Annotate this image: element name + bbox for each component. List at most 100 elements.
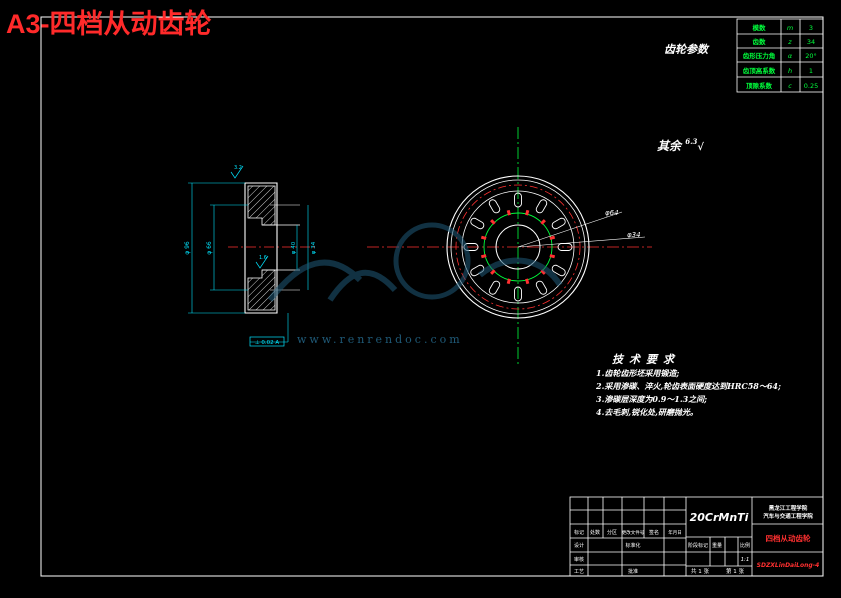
spline-slot-mark — [490, 219, 496, 225]
dim-outer-diameter: φ 96 — [184, 241, 191, 255]
row-label-count: 处数 — [590, 529, 600, 536]
school-line-2: 汽车与交通工程学院 — [763, 512, 813, 520]
rest-finish-value: 6.3 — [685, 137, 698, 146]
watermark-logo — [267, 222, 563, 302]
spline-slot — [488, 280, 501, 295]
leader-phi34 — [517, 236, 646, 248]
row-label-date: 年月日 — [668, 529, 682, 536]
spline-slot — [514, 192, 522, 208]
spline-slot — [551, 264, 566, 277]
spline-slot-mark — [540, 269, 546, 275]
sheet-index: 第 1 张 — [726, 567, 744, 575]
dim-bore-diameter: φ 40 — [291, 241, 297, 254]
section-hatch-top — [247, 185, 276, 226]
section-view-labels: φ 96 φ 66 φ 40 φ 34 3.2 1.6 ⊥ 0.02 A — [184, 165, 317, 346]
sheet-banner-title: A3-四档从动齿轮 — [6, 9, 212, 39]
param-symbol-2: α — [788, 52, 793, 60]
gear-params-title: 齿轮参数 — [664, 43, 708, 56]
param-value-4: 0.25 — [804, 82, 818, 90]
tech-requirement-3: 3.渗碳层深度为0.9～1.3之间; — [596, 394, 708, 404]
roughness-icon: √ — [697, 142, 704, 153]
dim-inner-diameter: φ 34 — [311, 241, 317, 254]
spline-slot-mark — [549, 235, 556, 240]
leader-phi64 — [517, 211, 623, 248]
weight-label: 重量 — [712, 542, 722, 549]
slot-ring-outer — [461, 190, 575, 304]
spline-slot — [488, 199, 501, 214]
spline-slots — [463, 192, 573, 302]
spline-slot-mark — [480, 235, 487, 240]
spline-slot-mark — [525, 209, 530, 216]
spline-slot — [535, 199, 548, 214]
spline-slot-mark — [549, 254, 556, 259]
tip-circle — [446, 175, 590, 319]
param-value-1: 34 — [807, 38, 815, 46]
param-symbol-1: z — [787, 38, 792, 46]
spline-slot-mark — [506, 209, 511, 216]
param-name-3: 齿顶高系数 — [743, 66, 776, 75]
spline-slot-mark — [525, 278, 530, 285]
dim-phi64: φ64 — [605, 209, 619, 217]
tech-requirement-2: 2.采用渗碳、淬火,轮齿表面硬度达到HRC58～64; — [596, 381, 781, 391]
bore-circle — [495, 224, 541, 270]
outer-ring — [450, 179, 586, 315]
approve-label: 批准 — [628, 568, 638, 575]
designer-label: 设计 — [574, 542, 584, 549]
param-value-2: 20° — [805, 52, 817, 60]
spline-slot — [535, 280, 548, 295]
hub-circle — [483, 212, 553, 282]
material-label: 20CrMnTi — [690, 511, 749, 524]
row-label-change-doc: 更改文件号 — [622, 529, 645, 536]
param-value-3: 1 — [809, 67, 813, 75]
standard-label: 标准化 — [625, 542, 640, 549]
front-view-labels: φ64 φ34 — [605, 209, 641, 239]
spline-slot-mark — [490, 269, 496, 275]
scale-label: 比例 — [740, 542, 750, 549]
watermark-text: www.renrendoc.com — [297, 333, 463, 346]
param-name-0: 模数 — [753, 23, 767, 32]
tolerance-frame-text: ⊥ 0.02 A — [255, 340, 280, 346]
param-symbol-0: m — [787, 24, 793, 32]
section-view — [188, 165, 318, 347]
tolerance-frame — [249, 336, 285, 347]
param-name-4: 顶隙系数 — [746, 81, 773, 90]
dim-hub-diameter: φ 66 — [206, 241, 213, 255]
roughness-top: 3.2 — [234, 165, 242, 171]
scale-value: 1:1 — [741, 557, 750, 563]
sheet-border — [40, 16, 824, 577]
pitch-circle — [455, 184, 581, 310]
param-value-0: 3 — [809, 24, 813, 32]
tech-requirement-4: 4.去毛刺,锐化处,研磨抛光。 — [596, 407, 698, 417]
drawing-number: SDZXLinDaiLong-4 — [757, 562, 820, 569]
row-label-sign: 签名 — [649, 529, 659, 536]
spline-slot-mark — [480, 254, 487, 259]
tech-requirements-title: 技术要求 — [612, 353, 680, 366]
param-symbol-3: h — [788, 67, 792, 75]
rest-finish-label: 其余 — [657, 139, 682, 153]
param-symbol-4: c — [788, 82, 792, 90]
section-outline — [244, 182, 278, 314]
param-name-2: 齿形压力角 — [743, 51, 776, 60]
rest-surface-finish: 其余 6.3√ — [657, 137, 704, 154]
part-name: 四档从动齿轮 — [766, 533, 811, 543]
spline-slot — [470, 217, 485, 230]
roughness-bore: 1.6 — [259, 255, 267, 261]
row-label-mark: 标记 — [574, 529, 584, 536]
row-label-zone: 分区 — [607, 529, 617, 536]
spline-slot-mark — [506, 278, 511, 285]
title-block-grid — [569, 496, 824, 577]
review-label: 审核 — [574, 556, 584, 563]
param-name-1: 齿数 — [753, 37, 767, 46]
gear-params-table — [736, 18, 824, 93]
gear-params-rows: 模数 m 3 齿数 z 34 齿形压力角 α 20° 齿顶高系数 h 1 顶隙系数 c 0.25 — [743, 23, 818, 90]
spline-slot — [514, 286, 522, 302]
process-label: 工艺 — [574, 569, 584, 575]
sheet-count: 共 1 张 — [691, 567, 709, 575]
dim-phi34: φ34 — [627, 231, 641, 239]
spline-slot-mark — [540, 219, 546, 225]
spline-slot — [551, 217, 566, 230]
school-line-1: 黑龙江工程学院 — [769, 504, 808, 512]
